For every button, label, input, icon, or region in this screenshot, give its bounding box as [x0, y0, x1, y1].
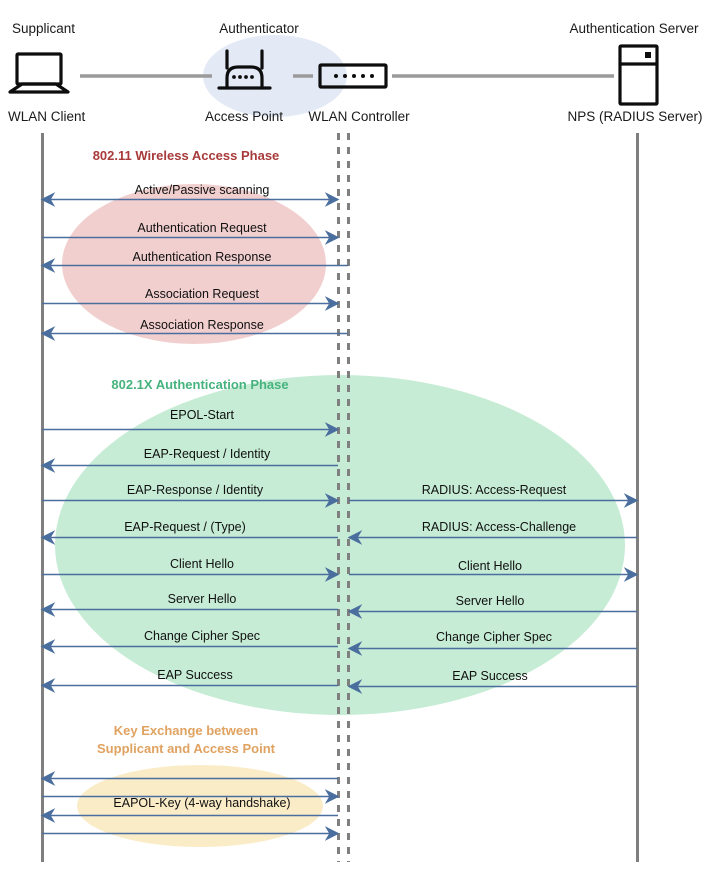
laptop-icon: [8, 52, 70, 94]
message-label: RADIUS: Access-Challenge: [422, 520, 576, 534]
message-label: EPOL-Start: [170, 408, 234, 422]
actor-device-nps-radius-server: NPS (RADIUS Server): [567, 109, 702, 124]
actor-role-supplicant: Supplicant: [12, 21, 75, 36]
message-label: Server Hello: [168, 592, 237, 606]
actor-device-wlan-controller: WLAN Controller: [308, 109, 410, 124]
message-label: EAP-Request / Identity: [144, 447, 271, 461]
message-label: Association Response: [140, 318, 264, 332]
phase-label-key-exchange-line2: Supplicant and Access Point: [97, 741, 276, 756]
message-label: Active/Passive scanning: [135, 183, 270, 197]
message-label: Change Cipher Spec: [144, 629, 260, 643]
authenticator-group-highlight: [203, 35, 347, 117]
message-label: Authentication Response: [133, 250, 272, 264]
actor-device-wlan-client: WLAN Client: [8, 109, 86, 124]
message-label: EAP-Request / (Type): [124, 520, 246, 534]
message-label: Association Request: [145, 287, 259, 301]
message-label: EAPOL-Key (4-way handshake): [113, 796, 290, 810]
phase-key-exchange-highlight: [77, 765, 323, 847]
actor-role-authentication-server: Authentication Server: [569, 21, 699, 36]
message-label: Server Hello: [456, 594, 525, 608]
access-point-icon: [217, 49, 272, 90]
phase-label-dot1x: 802.1X Authentication Phase: [111, 377, 288, 392]
actor-device-access-point: Access Point: [205, 109, 283, 124]
message-label: Authentication Request: [137, 221, 267, 235]
message-label: EAP Success: [452, 669, 528, 683]
actor-role-authenticator: Authenticator: [219, 21, 299, 36]
message-label: EAP Success: [157, 668, 233, 682]
message-label: Client Hello: [458, 559, 522, 573]
message-label: EAP-Response / Identity: [127, 483, 264, 497]
phase-label-wireless-access: 802.11 Wireless Access Phase: [93, 148, 280, 163]
message-label: Client Hello: [170, 557, 234, 571]
message-label: RADIUS: Access-Request: [422, 483, 567, 497]
wlan-controller-icon: [318, 63, 388, 89]
phase-label-key-exchange-line1: Key Exchange between: [114, 723, 259, 738]
server-icon: [618, 44, 659, 106]
message-label: Change Cipher Spec: [436, 630, 552, 644]
